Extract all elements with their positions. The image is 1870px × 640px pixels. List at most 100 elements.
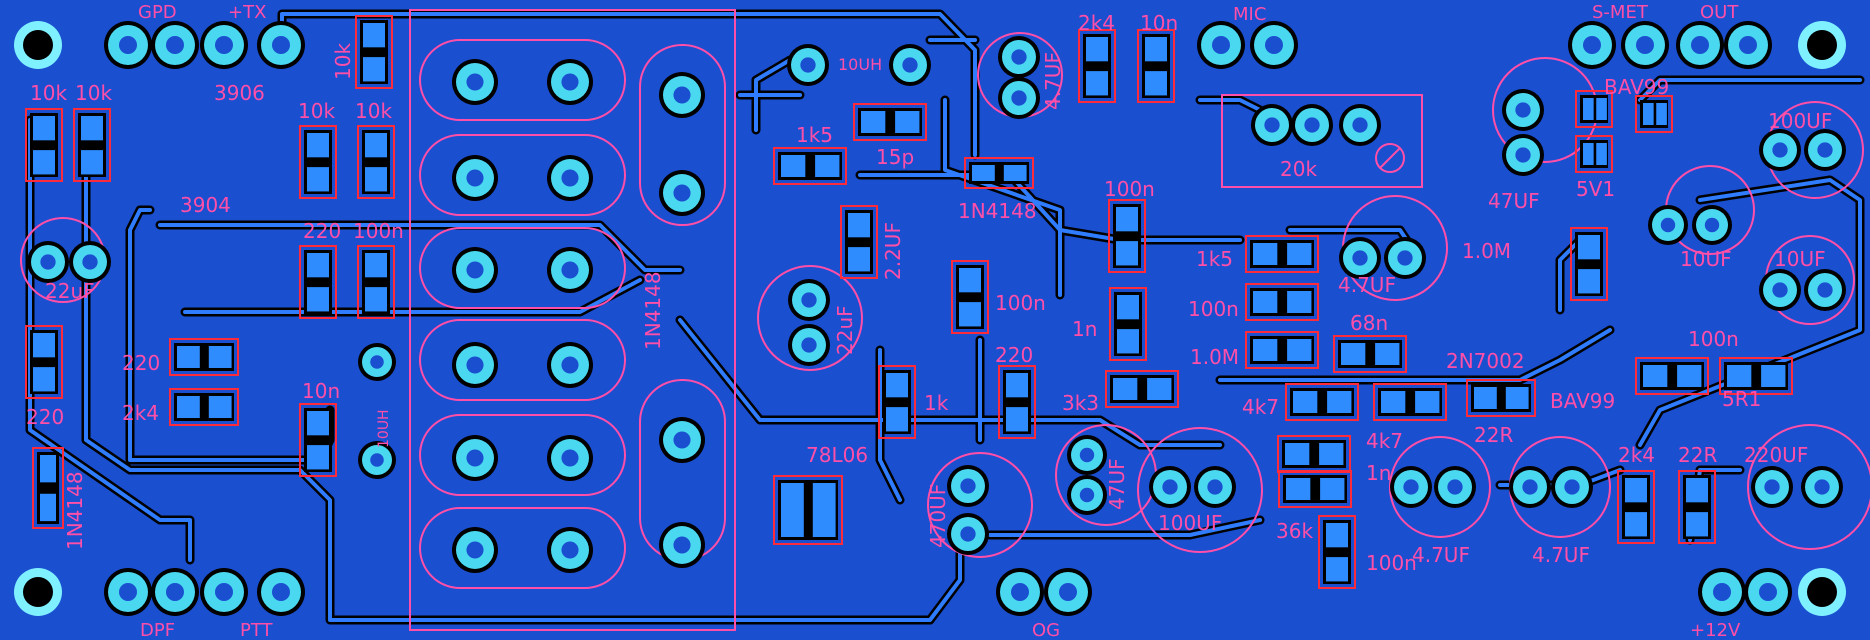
label-bav99: BAV99 xyxy=(1604,75,1669,99)
label-100uf: 100UF xyxy=(1768,109,1832,133)
label-gpd: GPD xyxy=(138,2,177,23)
label-3k3: 3k3 xyxy=(1062,391,1099,415)
label-220uf: 220UF xyxy=(1744,443,1808,467)
label-smet: S-MET xyxy=(1592,2,1649,23)
label-15p: 15p xyxy=(876,145,914,169)
label-10k: 10k xyxy=(30,81,67,105)
relay-footprint xyxy=(409,9,736,631)
label-10k: 10k xyxy=(355,99,392,123)
capacitor-outlines xyxy=(20,32,1870,558)
label-og: OG xyxy=(1032,620,1060,640)
smd-footprint xyxy=(853,103,927,141)
smd-footprint xyxy=(25,108,63,182)
smd-footprint xyxy=(1719,357,1793,395)
connector-labels: GPD +TX DPF PTT MIC S-MET OUT OG +12V xyxy=(138,2,1741,640)
copper-tracks xyxy=(25,9,1865,625)
smd-footprint xyxy=(1318,515,1356,589)
label-4k7: 4k7 xyxy=(1366,429,1403,453)
smd-footprint xyxy=(25,325,63,399)
smd-footprint xyxy=(1635,95,1673,133)
smd-footprint xyxy=(1333,335,1407,373)
label-22r: 22R xyxy=(1678,443,1717,467)
smd-footprint xyxy=(1466,379,1536,417)
label-220: 220 xyxy=(995,343,1033,367)
label-2k4: 2k4 xyxy=(122,401,159,425)
label-78l06: 78L06 xyxy=(806,443,868,467)
smd-footprint xyxy=(1575,90,1613,128)
label-4-7uf: 4.7UF xyxy=(1532,543,1590,567)
label-5r1: 5R1 xyxy=(1722,387,1761,411)
smd-footprint xyxy=(964,157,1034,189)
label-4k7: 4k7 xyxy=(1242,395,1279,419)
smd-footprint xyxy=(73,108,111,182)
smd-footprint xyxy=(773,147,847,185)
label-10n: 10n xyxy=(1140,11,1178,35)
smd-footprint xyxy=(169,338,239,376)
smd-footprint xyxy=(1635,357,1709,395)
smd-footprint xyxy=(878,365,916,439)
label-100n: 100n xyxy=(1188,297,1239,321)
smd-pads xyxy=(25,15,1793,589)
smd-footprint xyxy=(1617,470,1655,544)
label-1k: 1k xyxy=(924,391,949,415)
smd-footprint xyxy=(1245,235,1319,273)
component-labels: 10k 10k 3906 10k 10k 10k 3904 22uF 220 1… xyxy=(26,11,1832,575)
label-out: OUT xyxy=(1700,2,1739,23)
label-10uh: 10UH xyxy=(838,55,882,74)
smd-footprint xyxy=(1137,29,1175,103)
label-3906: 3906 xyxy=(214,81,265,105)
label-3904: 3904 xyxy=(180,193,231,217)
label-220: 220 xyxy=(26,405,64,429)
through-hole-pads xyxy=(27,21,1846,616)
label-4-7uf: 4.7UF xyxy=(1338,273,1396,297)
label-10uh: 10UH xyxy=(376,409,392,448)
smd-footprint xyxy=(773,475,843,545)
label-470uf: 470UF xyxy=(926,484,950,548)
label-100n: 100n xyxy=(1688,327,1739,351)
smd-footprint xyxy=(1105,370,1179,408)
smd-footprint xyxy=(951,260,989,334)
smd-footprint xyxy=(1108,199,1146,273)
label-100n: 100n xyxy=(1366,551,1417,575)
label-2n7002: 2N7002 xyxy=(1446,349,1525,373)
label-20k: 20k xyxy=(1280,157,1317,181)
label-100n: 100n xyxy=(995,291,1046,315)
label-100uf: 100UF xyxy=(1158,511,1222,535)
label-1n4148: 1N4148 xyxy=(641,271,665,350)
trimmer-20k xyxy=(1221,94,1423,188)
smd-footprint xyxy=(998,365,1036,439)
label-1-0m: 1.0M xyxy=(1190,345,1239,369)
label-4-7uf: 4.7UF xyxy=(1412,543,1470,567)
label-220: 220 xyxy=(303,219,341,243)
smd-footprint xyxy=(1285,383,1359,421)
label-2k4: 2k4 xyxy=(1618,443,1655,467)
label-1n4148: 1N4148 xyxy=(63,471,87,550)
smd-footprint xyxy=(299,403,337,477)
label-2-2uf: 2.2UF xyxy=(881,222,905,280)
label-220: 220 xyxy=(122,351,160,375)
label-tx: +TX xyxy=(228,2,266,23)
label-bav99: BAV99 xyxy=(1550,389,1615,413)
label-1n4148: 1N4148 xyxy=(958,199,1037,223)
label-10k: 10k xyxy=(298,99,335,123)
label-2k4: 2k4 xyxy=(1078,11,1115,35)
label-68n: 68n xyxy=(1350,311,1388,335)
smd-footprint xyxy=(1245,283,1319,321)
label-22uf: 22uF xyxy=(45,279,95,303)
smd-footprint xyxy=(357,125,395,199)
label-1-0m: 1.0M xyxy=(1462,239,1511,263)
mounting-holes xyxy=(14,21,1846,616)
label-22uf: 22uF xyxy=(833,305,857,355)
smd-footprint xyxy=(1078,29,1116,103)
label-100n: 100n xyxy=(353,219,404,243)
label-dpf: DPF xyxy=(140,620,175,640)
label-12v: +12V xyxy=(1690,620,1741,640)
label-1k5: 1k5 xyxy=(796,123,833,147)
label-1n: 1n xyxy=(1072,317,1097,341)
label-10uf: 10UF xyxy=(1680,247,1732,271)
smd-footprint xyxy=(1570,227,1608,301)
label-10k: 10k xyxy=(331,43,355,80)
smd-footprint xyxy=(1373,383,1447,421)
